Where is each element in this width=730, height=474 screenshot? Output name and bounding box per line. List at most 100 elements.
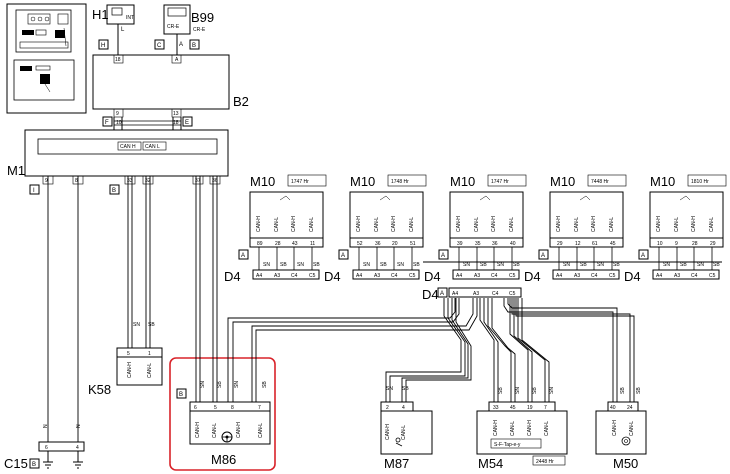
c15-pin-2: 4 bbox=[76, 445, 79, 451]
d4-pin-label: C4 bbox=[591, 273, 598, 279]
m10-wire-sn: SN bbox=[697, 262, 704, 268]
m10-tag-a: A bbox=[241, 253, 245, 259]
c15-label: C15 bbox=[4, 456, 28, 471]
tag-e: E bbox=[185, 120, 189, 126]
m10-can-pin-text: CAN-L bbox=[609, 217, 615, 232]
d4-hub-pin-label: C5 bbox=[509, 291, 516, 297]
m10-pin-label: 52 bbox=[357, 241, 363, 247]
m10-tag-box bbox=[438, 249, 449, 260]
m10-wire-sn: SN bbox=[663, 262, 670, 268]
d4-pin-label: A3 bbox=[374, 273, 380, 279]
m10-wire-sn: SN bbox=[563, 262, 570, 268]
d4-hub-pin-label: A3 bbox=[473, 291, 479, 297]
m10-pin-label: 20 bbox=[392, 241, 398, 247]
m10-can-pin-text: CAN-H bbox=[356, 216, 362, 232]
d4-hub-pin-label: C4 bbox=[492, 291, 499, 297]
b99-label: B99 bbox=[191, 10, 214, 25]
m10-pin-label: 35 bbox=[475, 241, 481, 247]
b2-pin-top-right: A bbox=[175, 57, 179, 63]
b2-pin-bottom-right: 13 bbox=[173, 111, 179, 117]
m10-tag-box bbox=[238, 249, 249, 260]
ground-icon-2 bbox=[73, 451, 83, 469]
k58-wire-sb: SB bbox=[148, 322, 155, 328]
d4-pin-label: C5 bbox=[709, 273, 716, 279]
m54-wire-sb-1: SB bbox=[498, 387, 504, 394]
d4-label: D4 bbox=[424, 269, 441, 284]
d4-connector bbox=[552, 269, 620, 280]
c15-component: 6 4 C15 B N N bbox=[4, 424, 85, 471]
b2-label: B2 bbox=[233, 94, 249, 109]
m50-pin-2: 24 bbox=[627, 405, 633, 411]
h1-label: H1 bbox=[92, 7, 109, 22]
m87-pin-2: 4 bbox=[402, 405, 405, 411]
m87-can-l: CAN-L bbox=[401, 425, 407, 440]
m10-can-pin-text: CAN-H bbox=[391, 216, 397, 232]
tag-f: F bbox=[105, 120, 109, 126]
d4-pin-label: C4 bbox=[491, 273, 498, 279]
m10-code: 1747 Hr bbox=[491, 179, 509, 185]
m54-code: 2448 Hr bbox=[536, 459, 554, 465]
d4-pin-label: A3 bbox=[674, 273, 680, 279]
m86-wire-sn-1: SN bbox=[200, 381, 206, 388]
d4-hub-tag-box bbox=[437, 287, 448, 298]
m10-wire-sn: SN bbox=[363, 262, 370, 268]
k58-pin-2: 1 bbox=[148, 351, 151, 357]
d4-pin-label: A3 bbox=[574, 273, 580, 279]
k58-label: K58 bbox=[88, 382, 111, 397]
m10-label: M10 bbox=[550, 174, 575, 189]
m10-code-box bbox=[587, 174, 627, 187]
m1-pin-box bbox=[192, 175, 204, 185]
m10-pin-label: 29 bbox=[557, 241, 563, 247]
m10-can-pin-text: CAN-L bbox=[509, 217, 515, 232]
m10-tag-a: A bbox=[341, 253, 345, 259]
m10-wire-sb: SB bbox=[313, 262, 320, 268]
d4-connector bbox=[252, 269, 320, 280]
m86-pin-2: 5 bbox=[214, 405, 217, 411]
b2-pin-bottom-left-2: 10 bbox=[116, 120, 122, 126]
m10-can-pin-text: CAN-L bbox=[674, 217, 680, 232]
m10-can-pin-text: CAN-L bbox=[474, 217, 480, 232]
m10-can-pin-text: CAN-L bbox=[574, 217, 580, 232]
k58-pin-1: 5 bbox=[127, 351, 130, 357]
m10-label: M10 bbox=[250, 174, 275, 189]
m86-label: M86 bbox=[211, 452, 236, 467]
m10-wire-sb: SB bbox=[480, 262, 487, 268]
m10-pin-label: 61 bbox=[592, 241, 598, 247]
m10-can-pin-text: CAN-H bbox=[691, 216, 697, 232]
m1-can-h: CAN H bbox=[120, 144, 136, 150]
m50-pin-1: 40 bbox=[610, 405, 616, 411]
sensor-icon bbox=[621, 436, 631, 446]
m86-wire-sn-2: SN bbox=[234, 381, 240, 388]
m10-can-pin-text: CAN-H bbox=[591, 216, 597, 232]
m10-wire-sn: SN bbox=[497, 262, 504, 268]
m54-wire-sb-2: SB bbox=[532, 387, 538, 394]
m10-pin-label: 10 bbox=[657, 241, 663, 247]
d4-pin-label: C5 bbox=[509, 273, 516, 279]
m10-glyph bbox=[279, 195, 291, 201]
m10-code: 1747 Hr bbox=[291, 179, 309, 185]
m10-pin-row bbox=[549, 237, 624, 248]
m10-tag-box bbox=[338, 249, 349, 260]
d4-label: D4 bbox=[624, 269, 641, 284]
m10-pin-label: 29 bbox=[710, 241, 716, 247]
m10-pin-label: 43 bbox=[292, 241, 298, 247]
m54-can-h-2: CAN-H bbox=[527, 420, 533, 436]
m10-can-pin-text: CAN-L bbox=[309, 217, 315, 232]
m54-can-l-1: CAN-L bbox=[510, 421, 516, 436]
m10-wire-sb: SB bbox=[613, 262, 620, 268]
d4-pin-label: C5 bbox=[409, 273, 416, 279]
m87-can-h: CAN-H bbox=[385, 424, 391, 440]
d4-connector bbox=[452, 269, 520, 280]
location-thumbnail bbox=[6, 3, 87, 114]
d4-pin-label: A4 bbox=[656, 273, 662, 279]
m10-tag-a: A bbox=[641, 253, 645, 259]
tag-c: C bbox=[157, 43, 162, 49]
m87-label: M87 bbox=[384, 456, 409, 471]
m10-label: M10 bbox=[350, 174, 375, 189]
m54-pin-1: 33 bbox=[493, 405, 499, 411]
d4-hub-connector bbox=[448, 287, 522, 298]
m10-wire-sb: SB bbox=[680, 262, 687, 268]
